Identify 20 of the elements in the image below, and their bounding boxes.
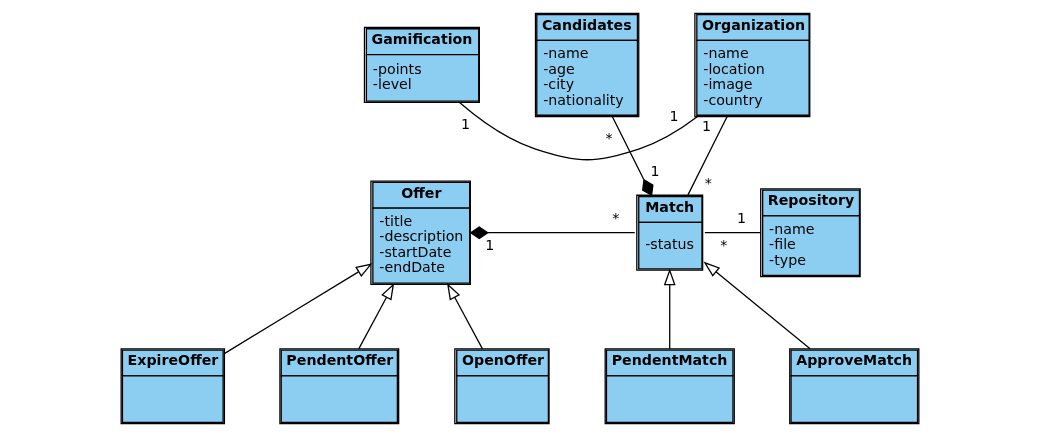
label: 1 [737, 209, 747, 226]
connector [458, 101, 698, 161]
label: * [720, 236, 728, 253]
label: 1 [650, 162, 660, 179]
arrow [663, 268, 676, 350]
connector [611, 116, 654, 197]
label: * [612, 209, 620, 226]
label: * [605, 130, 613, 147]
arrow [703, 261, 811, 350]
label: 1 [485, 236, 495, 253]
connector [704, 232, 762, 234]
arrow [447, 283, 484, 350]
label: 1 [460, 115, 471, 132]
label: * [704, 174, 712, 191]
arrow [224, 263, 373, 354]
arrow [358, 283, 395, 350]
connector [687, 116, 728, 196]
label: 1 [702, 118, 712, 135]
connector [469, 226, 636, 240]
label: 1 [669, 107, 679, 124]
